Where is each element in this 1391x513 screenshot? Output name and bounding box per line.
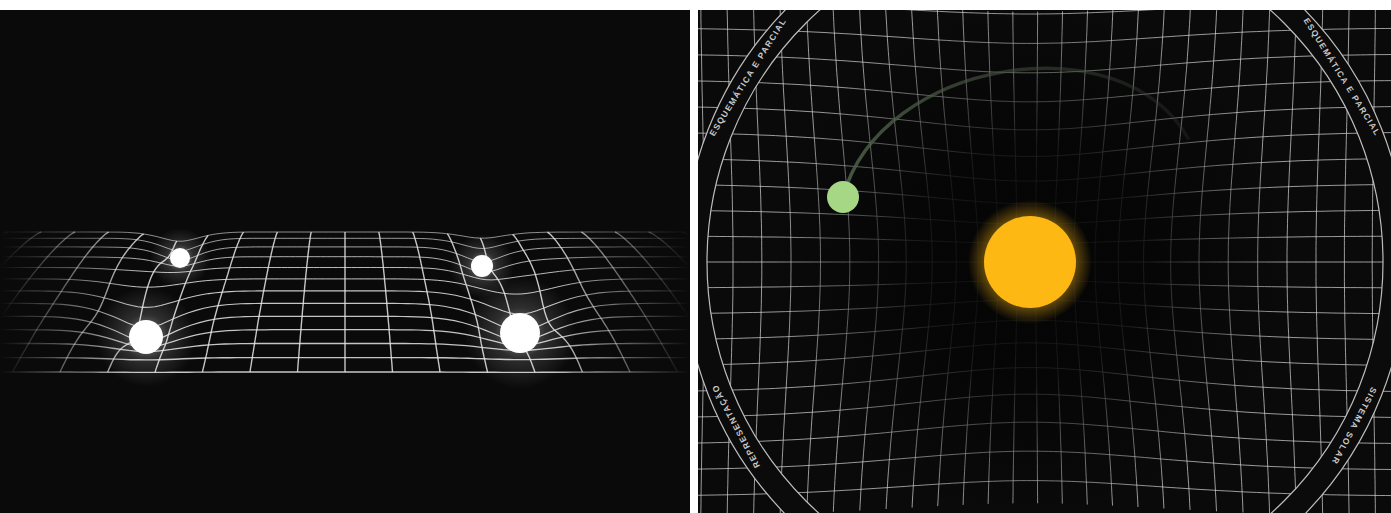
grid-line	[0, 257, 690, 273]
ring-outer	[698, 10, 1391, 513]
grid-line	[0, 232, 690, 241]
grid-line	[413, 232, 440, 372]
grid-line	[0, 238, 690, 251]
orbit-trail	[843, 68, 1188, 197]
grid-line	[581, 232, 677, 372]
grid-line	[250, 232, 278, 372]
vignette	[698, 10, 1391, 513]
warped-grid	[698, 10, 1391, 513]
right-panel	[698, 10, 1391, 513]
grid-line	[298, 232, 312, 372]
solar-system	[698, 10, 1391, 513]
ring-band	[698, 10, 1391, 513]
masses	[96, 228, 576, 389]
small-mass	[170, 248, 190, 268]
glow	[150, 228, 210, 288]
grid-line	[0, 371, 690, 373]
grid-line	[0, 291, 690, 314]
grid-line	[0, 232, 75, 372]
grid-line	[683, 232, 691, 372]
grid-line	[0, 247, 690, 262]
planet	[827, 181, 859, 213]
grid-line	[0, 232, 41, 372]
grid-line	[0, 279, 690, 294]
grid-line	[615, 232, 690, 372]
grid-line	[0, 232, 8, 372]
grid-line	[344, 232, 345, 372]
left-panel	[0, 10, 690, 513]
grid-line	[649, 232, 690, 372]
grid-line	[0, 268, 690, 280]
sun	[984, 216, 1076, 308]
grid-line	[379, 232, 393, 372]
glow	[464, 277, 576, 389]
small-mass	[471, 255, 493, 277]
large-mass	[129, 320, 163, 354]
glow	[96, 287, 196, 387]
ring-inner	[707, 10, 1383, 513]
grid-line	[13, 232, 109, 372]
large-mass	[500, 313, 540, 353]
sun-glow	[968, 200, 1092, 324]
